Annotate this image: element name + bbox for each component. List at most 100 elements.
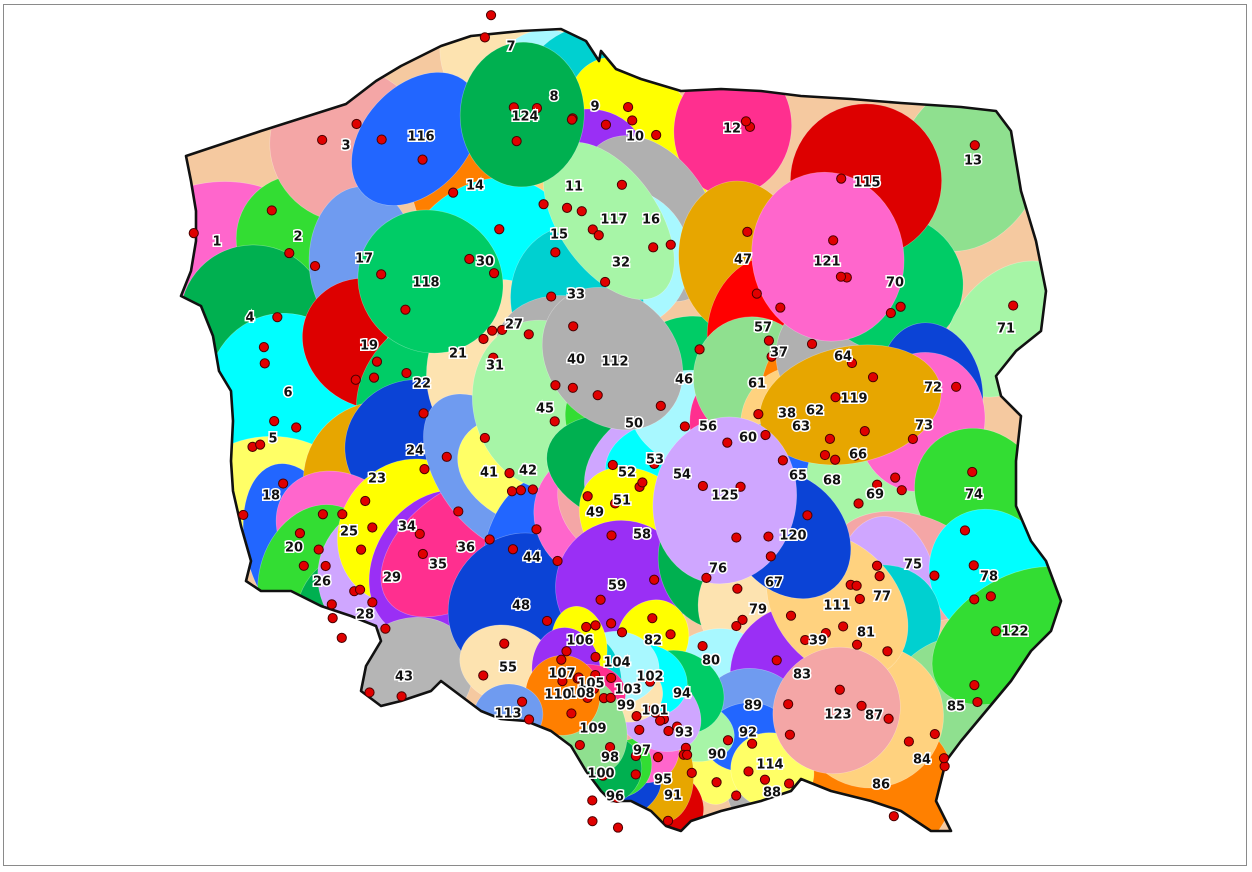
district-label-99: 99 <box>617 699 635 714</box>
site-marker <box>777 455 788 466</box>
site-marker <box>590 651 601 663</box>
site-marker <box>938 753 950 764</box>
district-label-49: 49 <box>586 506 604 521</box>
site-marker <box>298 560 309 571</box>
site-marker <box>360 495 371 507</box>
site-marker <box>600 119 612 130</box>
district-label-48: 48 <box>512 599 530 614</box>
site-marker <box>830 392 841 403</box>
site-marker <box>766 351 777 362</box>
district-label-80: 80 <box>702 654 720 669</box>
district-label-38: 38 <box>778 407 796 422</box>
site-marker <box>546 291 557 302</box>
district-label-105: 105 <box>577 677 604 692</box>
site-marker <box>606 672 617 684</box>
site-marker <box>550 380 561 391</box>
district-label-71: 71 <box>997 322 1015 337</box>
site-marker <box>637 477 648 488</box>
district-label-83: 83 <box>793 668 811 683</box>
district-label-53: 53 <box>646 453 664 468</box>
site-marker <box>478 670 489 681</box>
site-marker <box>647 613 658 624</box>
site-marker <box>784 729 796 740</box>
site-marker <box>737 614 748 626</box>
site-marker <box>631 711 642 722</box>
site-marker <box>694 344 705 355</box>
district-label-72: 72 <box>924 381 942 396</box>
district-label-104: 104 <box>603 656 630 671</box>
site-marker <box>824 433 836 445</box>
site-marker <box>479 32 490 43</box>
site-marker <box>751 288 762 299</box>
site-marker <box>760 429 771 441</box>
district-label-65: 65 <box>789 469 807 484</box>
district-label-62: 62 <box>806 404 824 419</box>
district-label-87: 87 <box>865 709 883 724</box>
district-label-125: 125 <box>711 489 738 504</box>
district-label-106: 106 <box>566 634 593 649</box>
site-marker <box>630 769 641 780</box>
district-label-123: 123 <box>824 708 851 723</box>
site-marker <box>969 594 980 605</box>
district-label-97: 97 <box>633 744 651 759</box>
district-label-30: 30 <box>476 255 494 270</box>
site-marker <box>607 459 618 471</box>
district-label-1: 1 <box>212 235 221 250</box>
site-marker <box>336 632 347 643</box>
site-marker <box>549 416 560 427</box>
site-marker <box>783 699 794 710</box>
site-marker <box>731 790 742 801</box>
site-marker <box>972 696 983 708</box>
district-label-100: 100 <box>587 767 614 782</box>
site-marker <box>557 676 568 687</box>
site-marker <box>582 692 593 703</box>
site-marker <box>731 620 742 632</box>
district-label-57: 57 <box>754 321 772 336</box>
site-marker <box>453 506 464 517</box>
site-marker <box>320 560 331 572</box>
district-label-90: 90 <box>708 748 726 763</box>
site-marker <box>538 199 549 210</box>
district-label-17: 17 <box>355 252 373 267</box>
site-marker <box>951 381 962 392</box>
district-label-82: 82 <box>644 634 662 649</box>
site-marker <box>969 140 980 151</box>
district-label-79: 79 <box>749 603 767 618</box>
site-marker <box>701 572 712 584</box>
site-marker <box>623 101 634 113</box>
site-marker <box>650 707 661 718</box>
district-label-109: 109 <box>579 722 606 737</box>
site-marker <box>552 555 563 567</box>
district-label-124: 124 <box>511 110 538 125</box>
site-marker <box>871 560 883 571</box>
site-marker <box>479 432 490 444</box>
site-marker <box>722 735 734 746</box>
site-marker <box>516 696 528 707</box>
site-marker <box>485 10 497 21</box>
site-marker <box>464 253 475 265</box>
site-marker <box>269 416 280 427</box>
site-marker <box>448 187 459 198</box>
site-marker <box>735 481 746 492</box>
site-marker <box>820 628 831 639</box>
district-label-13: 13 <box>964 154 982 169</box>
district-label-54: 54 <box>673 468 691 483</box>
site-marker <box>616 179 628 190</box>
district-label-31: 31 <box>486 359 504 374</box>
district-label-73: 73 <box>915 419 933 434</box>
district-label-32: 32 <box>612 256 630 271</box>
site-marker <box>851 639 863 650</box>
district-label-11: 11 <box>565 180 583 195</box>
district-label-20: 20 <box>285 541 303 556</box>
district-label-108: 108 <box>567 687 594 702</box>
site-marker <box>527 484 538 495</box>
district-label-81: 81 <box>857 626 875 641</box>
district-label-39: 39 <box>809 634 827 649</box>
district-label-60: 60 <box>739 431 757 446</box>
district-label-98: 98 <box>601 751 619 766</box>
site-marker <box>652 752 664 763</box>
site-marker <box>597 770 609 781</box>
site-marker <box>655 715 666 726</box>
district-label-61: 61 <box>748 377 766 392</box>
